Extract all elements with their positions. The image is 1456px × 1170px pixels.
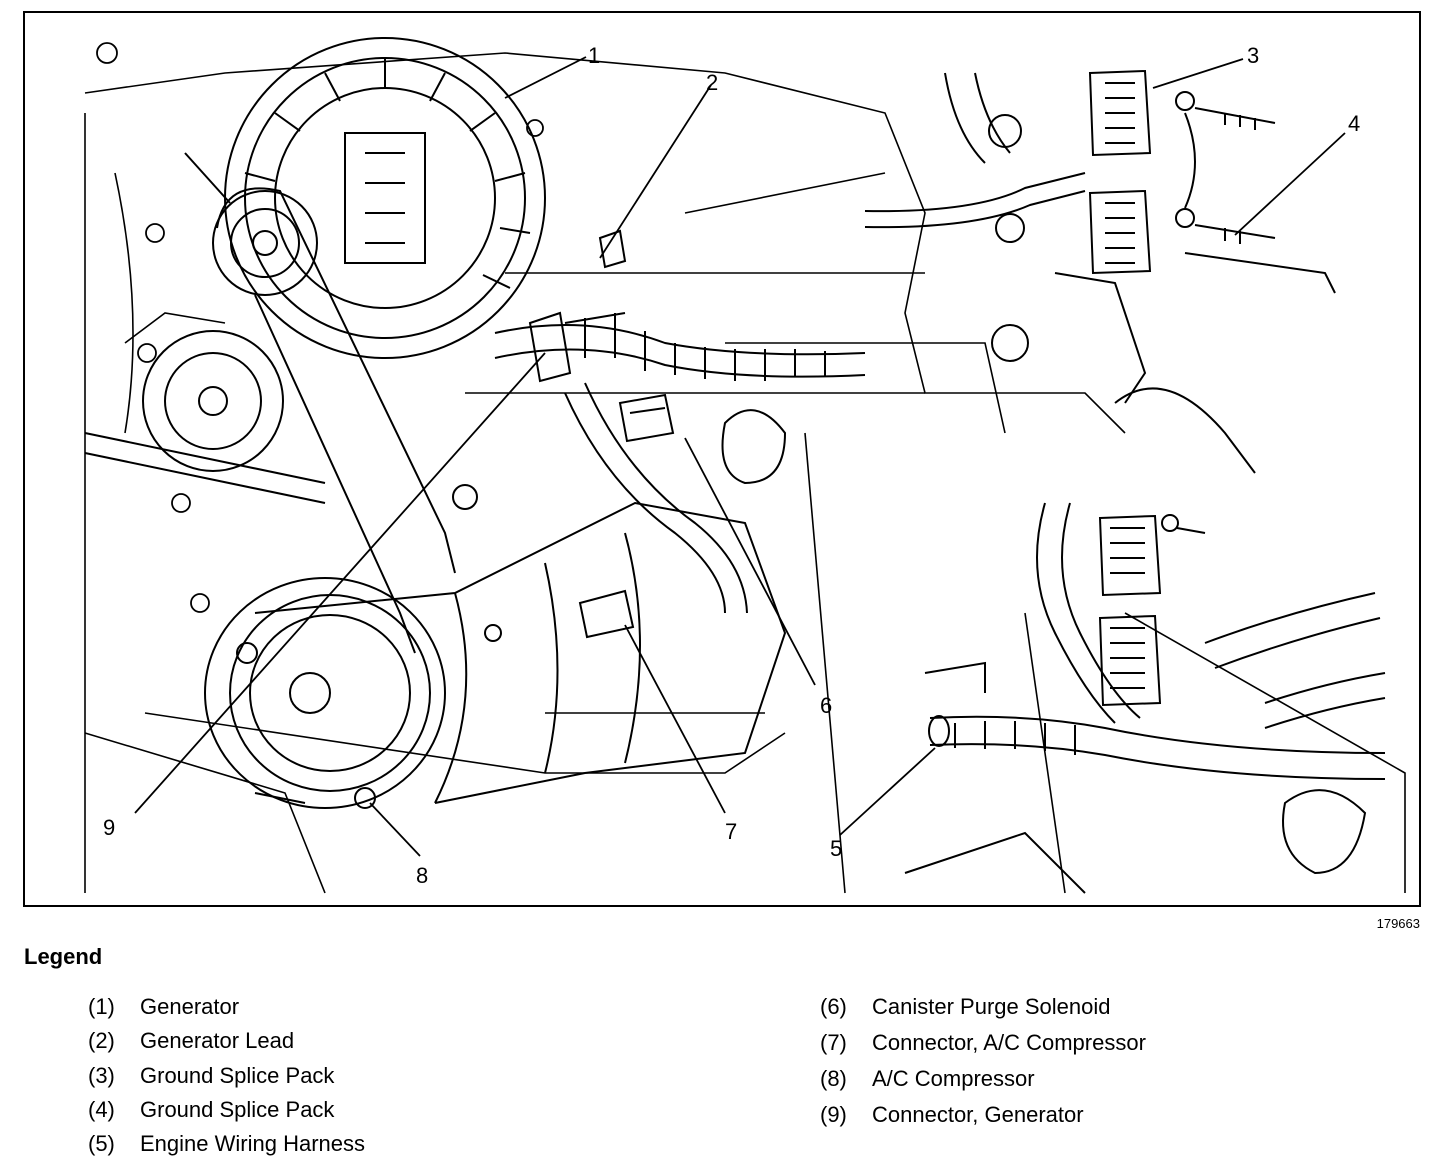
ac-compressor-drawing xyxy=(204,484,787,809)
legend-item-4: (4)Ground Splice Pack xyxy=(88,1097,335,1122)
leader-line-2 xyxy=(599,84,712,259)
bolts-drawing xyxy=(96,42,544,613)
drive-belt-drawing xyxy=(84,152,456,654)
callout-1: 1 xyxy=(588,43,600,68)
callout-2: 2 xyxy=(706,70,718,95)
wiring-harness-drawing xyxy=(494,72,1086,614)
callout-numbers: 1 2 3 4 5 6 7 8 9 xyxy=(103,43,1360,888)
engine-block-outline xyxy=(84,52,1406,894)
legend-item-3: (3)Ground Splice Pack xyxy=(88,1063,335,1088)
leader-line-8 xyxy=(369,802,421,857)
callout-5: 5 xyxy=(830,836,842,861)
legend-item-8: (8)A/C Compressor xyxy=(820,1066,1035,1091)
leader-line-1 xyxy=(504,56,587,99)
illustration-frame: 1 2 3 4 5 6 7 8 9 xyxy=(23,11,1421,907)
engine-illustration: 1 2 3 4 5 6 7 8 9 xyxy=(84,37,1406,894)
ground-splice-packs-drawing xyxy=(1054,69,1336,474)
legend-item-9: (9)Connector, Generator xyxy=(820,1102,1084,1127)
leader-lines xyxy=(134,56,1346,857)
legend-title: Legend xyxy=(24,944,103,969)
callout-6: 6 xyxy=(820,693,832,718)
leader-line-3 xyxy=(1152,58,1244,89)
legend-item-2: (2)Generator Lead xyxy=(88,1028,295,1053)
callout-4: 4 xyxy=(1348,111,1360,136)
leader-line-4 xyxy=(1234,132,1346,236)
leader-line-6 xyxy=(684,437,816,686)
legend-item-1: (1)Generator xyxy=(88,994,240,1019)
detail-inset-drawing xyxy=(904,502,1386,894)
connectors-drawing xyxy=(528,229,787,639)
legend-item-5: (5)Engine Wiring Harness xyxy=(88,1131,365,1156)
leader-line-7 xyxy=(624,624,726,814)
legend-item-7: (7)Connector, A/C Compressor xyxy=(820,1030,1146,1055)
callout-8: 8 xyxy=(416,863,428,888)
callout-9: 9 xyxy=(103,815,115,840)
leader-line-5 xyxy=(839,747,936,836)
callout-7: 7 xyxy=(725,819,737,844)
leader-line-9 xyxy=(134,352,546,814)
generator-drawing xyxy=(224,37,546,359)
legend-item-6: (6)Canister Purge Solenoid xyxy=(820,994,1111,1019)
callout-3: 3 xyxy=(1247,43,1259,68)
figure-id: 179663 xyxy=(1376,916,1420,931)
